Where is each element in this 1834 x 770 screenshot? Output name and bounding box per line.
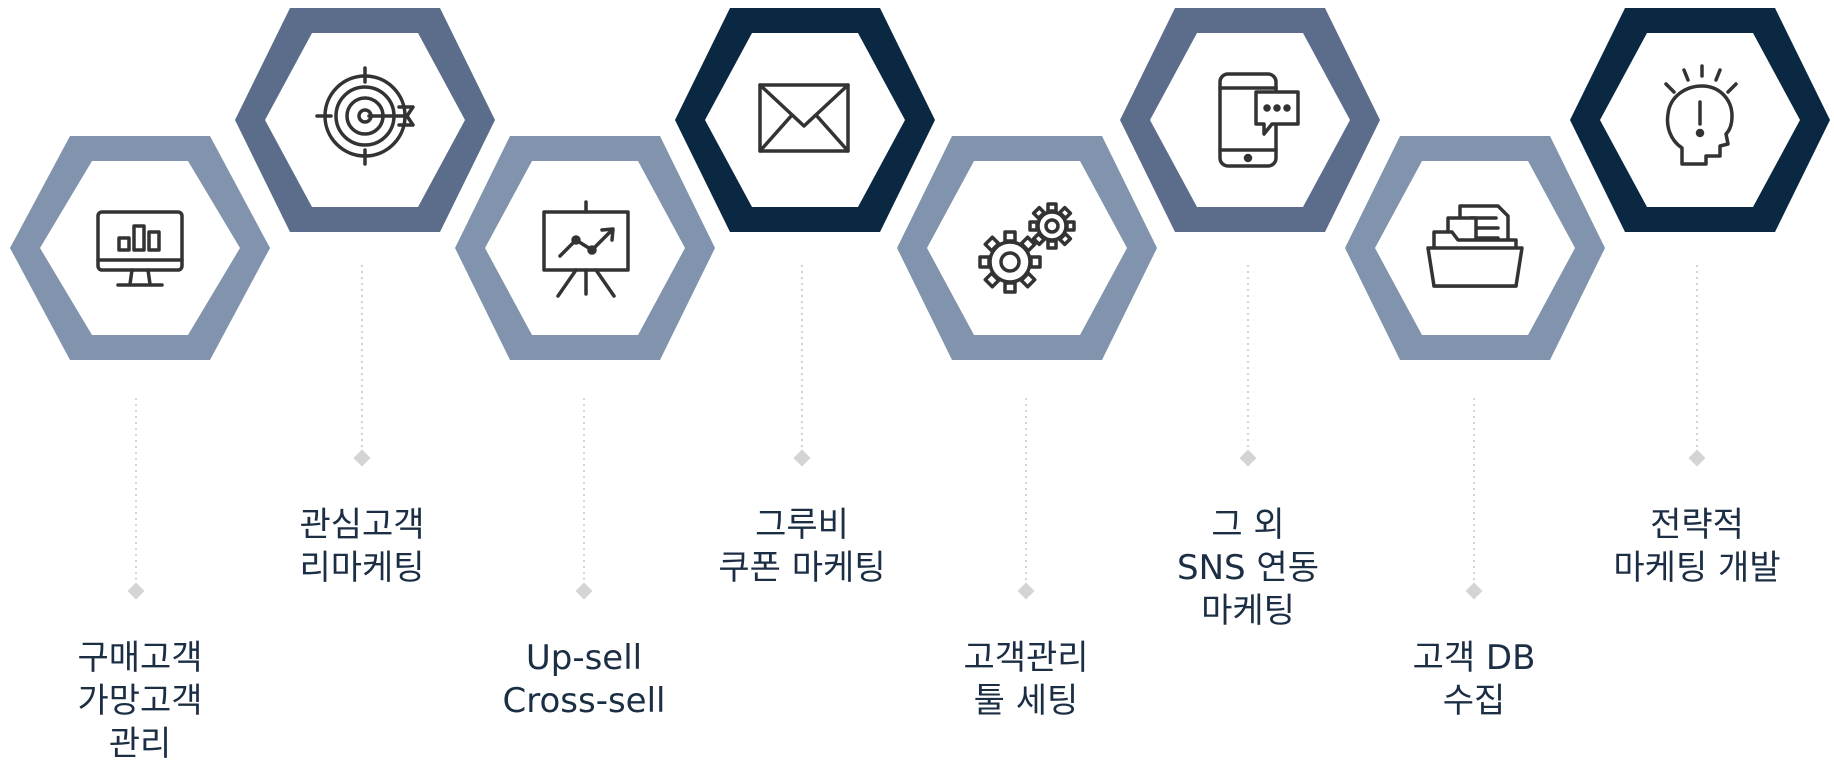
label-line: 구매고객 (77, 638, 203, 678)
diamond-sns (1239, 449, 1257, 467)
label-line: 마케팅 (1201, 591, 1295, 631)
label-line: 그루비 (755, 505, 849, 545)
diamond-remarketing (353, 449, 371, 467)
diamond-db (1465, 582, 1483, 600)
label-line: 관리 (108, 724, 172, 764)
label-coupon: 그루비 쿠폰 마케팅 (672, 504, 932, 590)
label-line: 리마케팅 (299, 548, 425, 588)
idea-head-icon (1664, 64, 1738, 166)
label-upsell: Up-sell Cross-sell (454, 637, 714, 723)
label-line: 마케팅 개발 (1613, 548, 1781, 588)
label-line: 전략적 (1650, 505, 1744, 545)
diamond-strategy (1688, 449, 1706, 467)
label-line: SNS 연동 (1177, 548, 1319, 588)
connector-diamonds (127, 449, 1706, 600)
label-line: 툴 세팅 (973, 681, 1079, 721)
label-line: 가망고객 (77, 681, 203, 721)
label-line: 수집 (1442, 681, 1506, 721)
label-line: 고객 DB (1412, 638, 1536, 678)
label-remarketing: 관심고객 리마케팅 (232, 504, 492, 590)
label-line: 관심고객 (299, 505, 425, 545)
monitor-chart-icon (96, 210, 184, 287)
label-tools: 고객관리 툴 세팅 (896, 637, 1156, 723)
label-line: 그 외 (1211, 505, 1285, 545)
hexagon-coupon (675, 8, 935, 232)
connectors (135, 265, 1698, 585)
label-line: 쿠폰 마케팅 (718, 548, 886, 588)
diamond-purchase (127, 582, 145, 600)
presentation-chart-icon (542, 200, 630, 298)
gears-icon (978, 202, 1076, 294)
hexagon-upsell (455, 136, 715, 360)
label-strategy: 전략적 마케팅 개발 (1567, 504, 1827, 590)
phone-chat-icon (1218, 72, 1300, 168)
label-line: 고객관리 (963, 638, 1089, 678)
folder-documents-icon (1426, 204, 1524, 288)
label-db: 고객 DB 수집 (1344, 637, 1604, 723)
label-line: Cross-sell (502, 681, 666, 721)
label-line: Up-sell (525, 638, 643, 678)
label-purchase: 구매고객 가망고객 관리 (10, 637, 270, 766)
target-arrow-icon (315, 66, 415, 166)
diamond-coupon (793, 449, 811, 467)
envelope-icon (758, 83, 850, 153)
hexagon-remarketing (235, 8, 495, 232)
diamond-tools (1017, 582, 1035, 600)
diamond-upsell (575, 582, 593, 600)
label-sns: 그 외 SNS 연동 마케팅 (1118, 504, 1378, 633)
hexagon-purchase (10, 136, 270, 360)
hexagon-sns (1120, 8, 1380, 232)
